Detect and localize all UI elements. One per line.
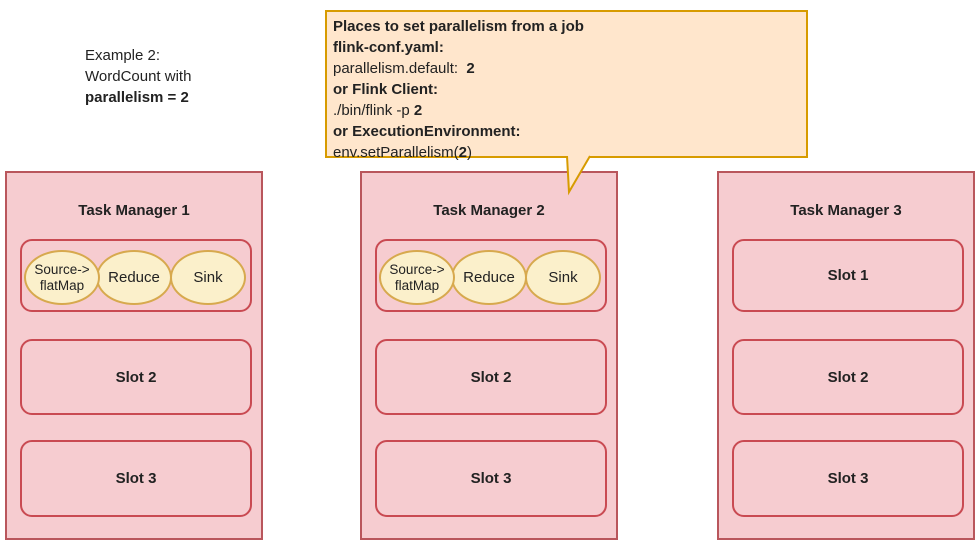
text-segment: Places to set parallelism from a job <box>333 18 584 35</box>
callout-line: or Flink Client: <box>333 79 800 100</box>
task-label: Sink <box>193 269 223 286</box>
task-label: Reduce <box>108 269 160 286</box>
slot-label: Slot 2 <box>470 368 512 386</box>
task-ellipse: Source->flatMap <box>379 250 455 305</box>
task-label: Source-> <box>34 261 90 277</box>
task-label: flatMap <box>394 277 440 293</box>
parallelism-callout: Places to set parallelism from a job flin… <box>325 10 808 161</box>
task-manager-title: Task Manager 1 <box>78 202 190 219</box>
task-ellipse: Reduce <box>451 250 527 305</box>
callout-line: parallelism.default: 2 <box>333 58 800 79</box>
task-ellipse: Source->flatMap <box>24 250 100 305</box>
slot-label: Slot 3 <box>470 470 512 487</box>
text-segment: Example 2: <box>85 47 161 64</box>
text-segment: 2 <box>458 144 467 161</box>
slot-label: Slot 2 <box>115 368 157 386</box>
slot-label: Slot 3 <box>827 470 869 487</box>
callout-line: ./bin/flink -p 2 <box>333 100 800 121</box>
task-label: flatMap <box>39 277 85 293</box>
slot-box: Slot 3 <box>732 440 964 517</box>
text-segment: parallelism = 2 <box>85 89 189 106</box>
slot-label: Slot 1 <box>827 267 869 284</box>
callout-text: Places to set parallelism from a job flin… <box>327 12 806 163</box>
callout-line: or ExecutionEnvironment: <box>333 121 800 142</box>
callout-line: env.setParallelism(2) <box>333 142 800 163</box>
task-label: Source-> <box>389 261 445 277</box>
slot-box: Slot 1 <box>732 239 964 312</box>
example-note: Example 2: WordCount with parallelism = 2 <box>85 45 191 108</box>
task-manager-title: Task Manager 2 <box>433 202 545 219</box>
task-manager-box: Task Manager 3 Slot 1 Slot 2 Slot 3 <box>717 171 975 540</box>
slot-box: Slot 2 <box>732 339 964 415</box>
text-segment: WordCount with <box>85 68 192 85</box>
task-label: Reduce <box>463 269 515 286</box>
task-ellipse: Reduce <box>96 250 172 305</box>
slot-box: Source->flatMap Reduce Sink <box>375 239 607 312</box>
text-segment: or Flink Client: <box>333 81 438 98</box>
text-segment: flink-conf.yaml: <box>333 39 444 56</box>
text-segment: or ExecutionEnvironment: <box>333 123 521 140</box>
example-note-line: Example 2: <box>85 45 191 66</box>
text-segment: env.setParallelism( <box>333 144 459 161</box>
task-ellipse: Sink <box>170 250 246 305</box>
task-label: Sink <box>548 269 578 286</box>
text-segment: 2 <box>466 60 475 77</box>
text-segment: 2 <box>413 102 423 119</box>
callout-line: flink-conf.yaml: <box>333 37 800 58</box>
task-ellipse: Sink <box>525 250 601 305</box>
slot-box: Source->flatMap Reduce Sink <box>20 239 252 312</box>
task-manager-title: Task Manager 3 <box>790 202 902 219</box>
slot-box: Slot 3 <box>375 440 607 517</box>
text-segment: ) <box>466 144 472 161</box>
example-note-line: WordCount with <box>85 66 191 87</box>
slot-label: Slot 2 <box>827 368 869 386</box>
slot-box: Slot 3 <box>20 440 252 517</box>
callout-tail-icon <box>566 155 591 196</box>
slot-box: Slot 2 <box>375 339 607 415</box>
callout-line: Places to set parallelism from a job <box>333 16 800 37</box>
text-segment: ./bin/flink -p <box>333 102 414 119</box>
slot-box: Slot 2 <box>20 339 252 415</box>
text-segment: parallelism.default: <box>333 60 467 77</box>
example-note-line: parallelism = 2 <box>85 87 191 108</box>
slot-label: Slot 3 <box>115 470 157 487</box>
